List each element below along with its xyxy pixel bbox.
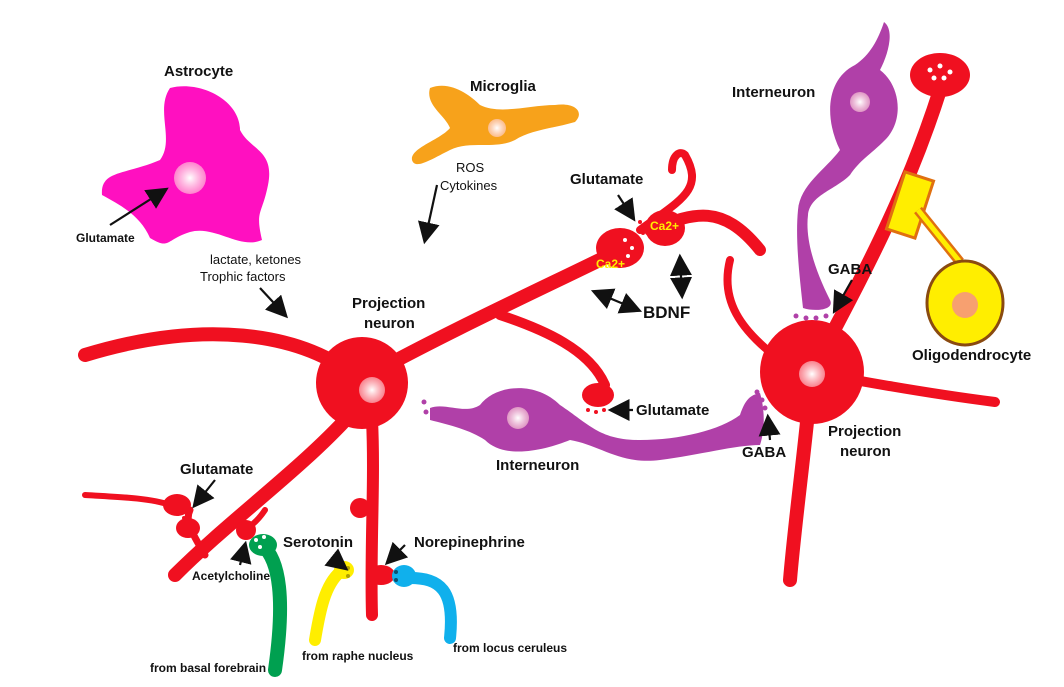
label-cytokines: Cytokines [440,178,498,193]
vesicles-gaba [421,313,829,415]
label-from-raphe: from raphe nucleus [302,649,414,663]
label-from-basal-forebrain: from basal forebrain [150,661,266,675]
label-glutamate-top: Glutamate [570,171,643,188]
label-bdnf: BDNF [643,303,690,322]
myelin-sheath [884,169,936,241]
interneuron-bottom [430,388,764,461]
label-trophic: Trophic factors [200,269,286,284]
serotonergic-afferent [309,561,354,646]
label-oligodendrocyte: Oligodendrocyte [912,347,1031,364]
dendritic-spine-mushroom [910,53,970,97]
astrocyte [101,86,270,244]
label-serotonin: Serotonin [283,534,353,551]
interneuron-top-nucleus [850,92,870,112]
label-norepinephrine: Norepinephrine [414,534,525,551]
microglia [411,85,579,165]
label-glutamate-mid: Glutamate [636,402,709,419]
cholinergic-afferent [249,534,288,677]
label-interneuron-top: Interneuron [732,84,815,101]
label-projection-right-1: Projection [828,423,901,440]
noradrenergic-afferent [392,565,457,644]
label-astro-glutamate: Glutamate [76,231,135,245]
interneuron-bottom-nucleus [507,407,529,429]
nucleus-left [359,377,385,403]
label-gaba-top: GABA [828,261,872,278]
label-ca-2: Ca2+ [596,257,625,271]
label-interneuron-bottom: Interneuron [496,457,579,474]
label-projection-left-2: neuron [364,315,415,332]
oligodendrocyte [884,169,1005,347]
label-from-locus: from locus ceruleus [453,641,567,655]
vesicles-red [176,220,645,520]
interneuron-top [797,22,898,310]
label-ca-1: Ca2+ [650,219,679,233]
label-acetylcholine: Acetylcholine [192,569,270,583]
label-ros: ROS [456,160,485,175]
astrocyte-nucleus [174,162,206,194]
arrows [109,184,854,571]
label-microglia: Microglia [470,78,537,95]
projection-neurons [78,53,1000,621]
label-gaba-bottom: GABA [742,444,786,461]
label-lactate: lactate, ketones [210,252,302,267]
label-astrocyte: Astrocyte [164,63,233,80]
label-projection-left-1: Projection [352,295,425,312]
nucleus-right [799,361,825,387]
vesicles-white [623,63,953,258]
label-glutamate-left: Glutamate [180,461,253,478]
microglia-nucleus [488,119,506,137]
label-projection-right-2: neuron [840,443,891,460]
